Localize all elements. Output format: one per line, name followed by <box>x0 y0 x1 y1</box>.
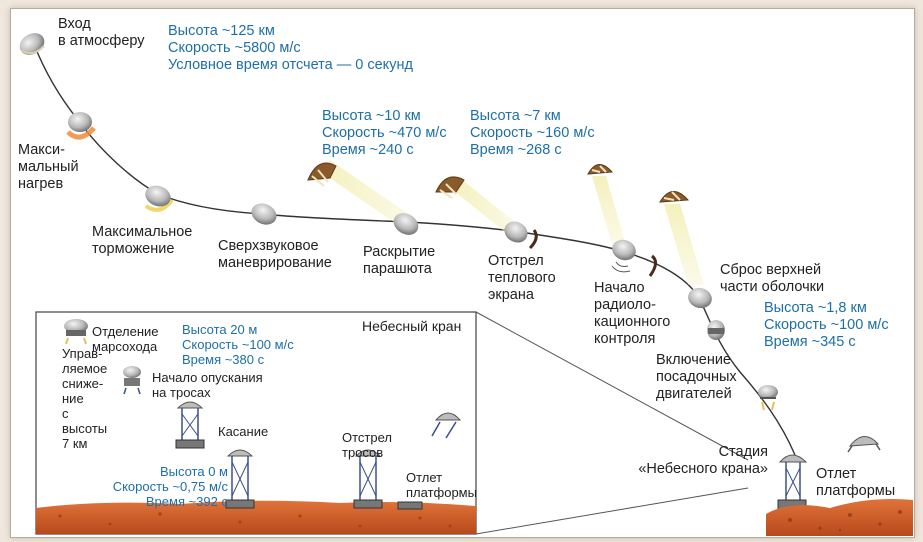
inset-title: Небесный кран <box>362 318 461 335</box>
parachute-icon <box>308 160 422 239</box>
info-parachute: Высота ~10 км Скорость ~470 м/с Время ~2… <box>322 108 447 159</box>
label-lowering: Начало опускания на тросах <box>152 370 263 400</box>
info-heatshield: Высота ~7 км Скорость ~160 м/с Время ~26… <box>470 108 595 159</box>
label-supersonic: Сверхзвуковое маневрирование <box>218 238 332 272</box>
info-backshell: Высота ~1,8 км Скорость ~100 м/с Время ~… <box>764 300 889 351</box>
label-heatshield: Отстрел теплового экрана <box>488 253 556 304</box>
label-parachute: Раскрытие парашюта <box>363 244 435 278</box>
flyaway-icon <box>848 436 880 452</box>
label-backshell: Сброс верхней части оболочки <box>720 262 824 296</box>
label-entry: Вход в атмосферу <box>58 16 145 50</box>
capsule-heating-icon <box>68 112 94 137</box>
label-radar: Начало радиоло- кационного контроля <box>594 280 670 348</box>
heatshield-icon <box>436 177 536 248</box>
label-skycrane-stage: Стадия «Небесного крана» <box>608 444 768 478</box>
label-max-heating: Макси- мальный нагрев <box>18 142 79 193</box>
capsule-maneuver-icon <box>248 199 280 228</box>
info-entry: Высота ~125 км Скорость ~5800 м/с Условн… <box>168 23 413 74</box>
label-touchdown: Касание <box>218 424 268 439</box>
label-controlled-descent: Управ- ляемое сниже- ние с высоты 7 км <box>62 346 107 451</box>
info-separation: Высота 20 м Скорость ~100 м/с Время ~380… <box>182 322 294 367</box>
label-engines: Включение посадочных двигателей <box>656 352 737 403</box>
label-max-braking: Максимальное торможение <box>92 224 192 258</box>
label-flyaway: Отлет платформы <box>816 466 895 500</box>
label-cable-cut: Отстрел тросов <box>342 430 392 460</box>
capsule-icon <box>16 29 49 59</box>
info-touchdown: Высота 0 м Скорость ~0,75 м/с Время ~392… <box>92 464 228 509</box>
label-inset-flyaway: Отлет платформы <box>406 470 477 500</box>
capsule-braking-icon <box>142 182 173 210</box>
